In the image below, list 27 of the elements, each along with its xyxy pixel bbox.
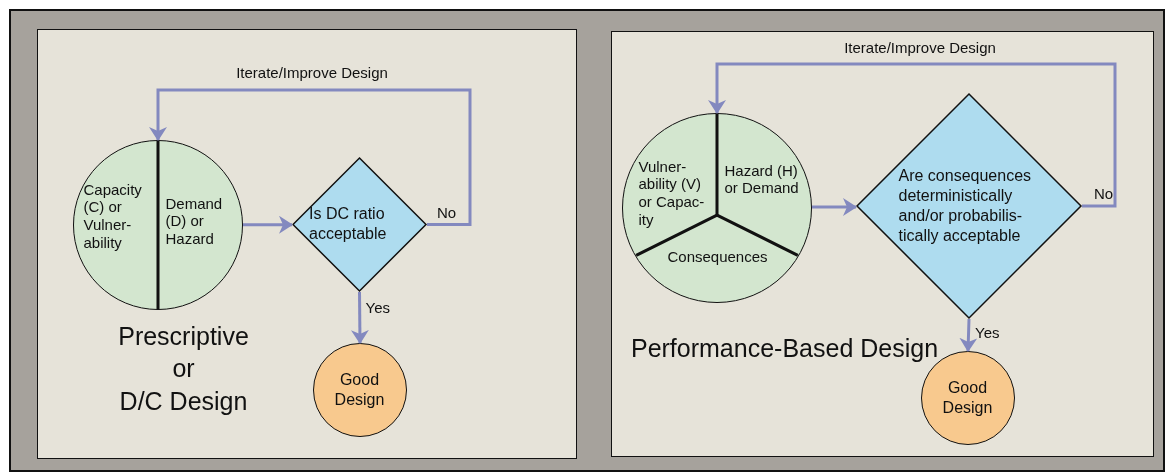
circle-segment-text: Capacity (C) or Vulner-ability: [83, 180, 143, 252]
flow-arrow: [149, 88, 472, 226]
panel-title: Prescriptive or D/C Design: [117, 320, 250, 417]
edge-label: Yes: [975, 325, 1000, 340]
loop-label: Iterate/Improve Design: [236, 65, 388, 80]
flow-arrow: [708, 62, 1117, 208]
circle-segment-text: Consequences: [666, 247, 769, 266]
design-panel: [610, 30, 1154, 457]
result-text: Good Design: [333, 369, 386, 410]
edge-label: No: [1094, 186, 1114, 201]
edge-label: Yes: [365, 300, 390, 315]
loop-label: Iterate/Improve Design: [844, 40, 996, 55]
circle-segment-text: Hazard (H) or Demand: [724, 161, 800, 197]
decision-diamond: [855, 92, 1082, 319]
panel-title: Performance-Based Design: [629, 332, 940, 364]
decision-text: Are consequences deterministically and/or probabilis-tically acceptable: [898, 165, 1033, 246]
decision-text: Is DC ratio acceptable: [309, 204, 388, 244]
design-panel: [36, 28, 577, 459]
flow-arrow: [812, 198, 857, 216]
circle-segment-text: Vulner-ability (V) or Capac-ity: [638, 157, 706, 229]
flow-arrow: [350, 292, 369, 344]
result-text: Good Design: [941, 377, 994, 418]
edge-label: No: [437, 204, 457, 220]
flow-arrow: [243, 215, 293, 234]
circle-segment-text: Demand (D) or Hazard: [165, 194, 224, 248]
flow-arrow: [959, 318, 978, 352]
decision-diamond: [291, 156, 427, 292]
